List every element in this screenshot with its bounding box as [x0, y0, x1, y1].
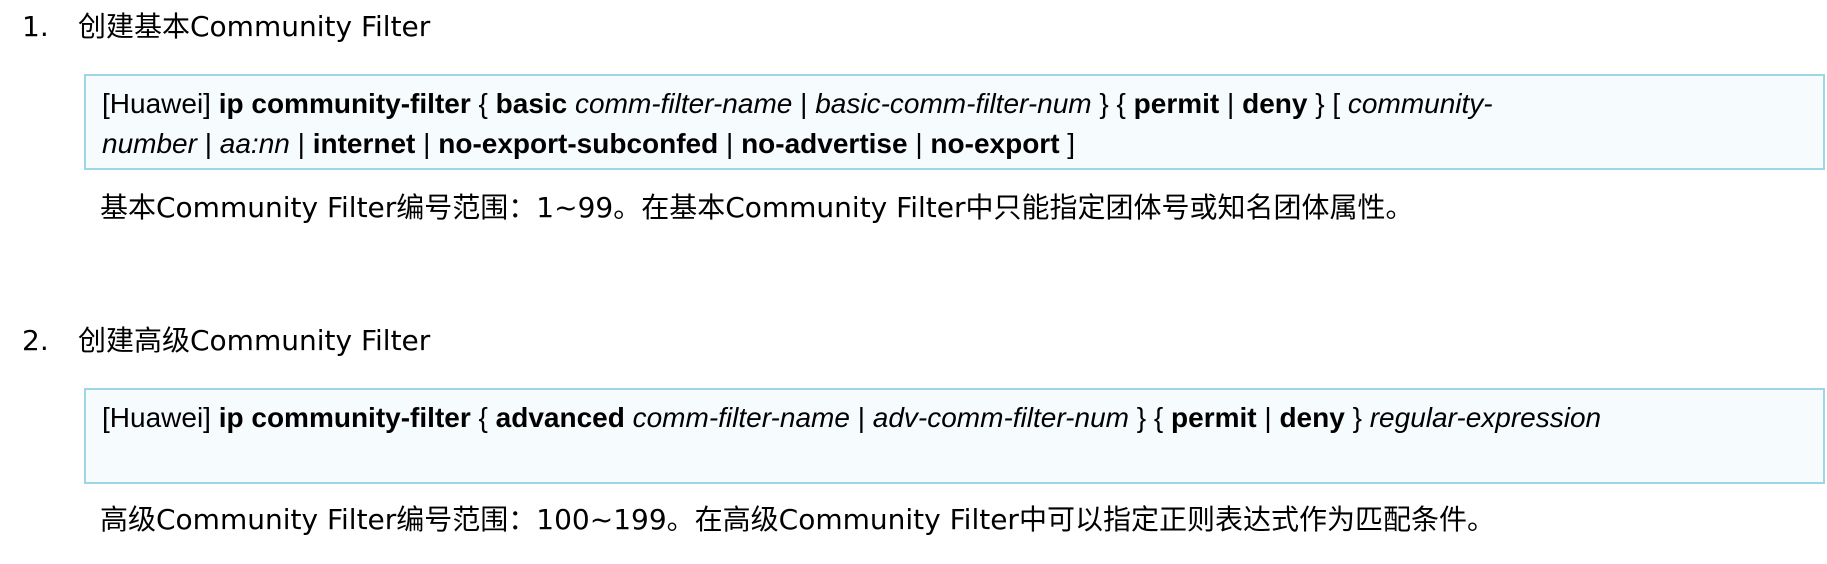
syntax-token-italic: number: [102, 128, 197, 159]
syntax-token-italic: comm-filter-name: [575, 88, 793, 119]
syntax-token-normal: |: [1256, 402, 1280, 433]
syntax-token-normal: |: [415, 128, 439, 159]
syntax-token-bold: deny: [1242, 88, 1308, 119]
syntax-token-normal: |: [718, 128, 742, 159]
syntax-token-normal: |: [792, 88, 816, 119]
syntax-token-bold: permit: [1171, 402, 1257, 433]
syntax-token-normal: |: [907, 128, 931, 159]
command-line: [102, 438, 1809, 478]
syntax-token-normal: |: [1219, 88, 1243, 119]
syntax-token-bold: basic: [495, 88, 568, 119]
syntax-token-normal: [625, 402, 633, 433]
section-heading: 1. 创建基本Community Filter: [22, 10, 430, 44]
syntax-token-bold: no-advertise: [741, 128, 908, 159]
syntax-token-normal: [Huawei]: [102, 402, 219, 433]
section-description: 基本Community Filter编号范围：1~99。在基本Community…: [100, 191, 1414, 224]
syntax-token-normal: [567, 88, 575, 119]
syntax-token-normal: {: [470, 402, 496, 433]
syntax-token-bold: ip community-filter: [218, 88, 471, 119]
syntax-token-normal: {: [470, 88, 496, 119]
syntax-token-normal: } {: [1091, 88, 1134, 119]
section-heading: 2. 创建高级Community Filter: [22, 324, 430, 358]
syntax-token-normal: [Huawei]: [102, 88, 219, 119]
command-line: [Huawei] ip community-filter { basic com…: [102, 84, 1809, 124]
syntax-token-normal: } {: [1128, 402, 1172, 433]
syntax-token-italic: regular-expression: [1369, 402, 1602, 433]
section-title: 创建高级Community Filter: [78, 324, 431, 357]
syntax-token-normal: } [: [1307, 88, 1348, 119]
syntax-token-italic: comm-filter-name: [632, 402, 850, 433]
syntax-token-normal: }: [1344, 402, 1370, 433]
syntax-token-normal: |: [289, 128, 313, 159]
syntax-token-bold: internet: [312, 128, 416, 159]
command-line: number | aa:nn | internet | no-export-su…: [102, 124, 1809, 164]
syntax-token-bold: ip community-filter: [218, 402, 471, 433]
command-syntax-box: [Huawei] ip community-filter { advanced …: [84, 388, 1825, 484]
syntax-token-italic: basic-comm-filter-num: [815, 88, 1092, 119]
syntax-token-normal: |: [196, 128, 220, 159]
section-number: 1.: [22, 10, 49, 43]
section-description: 高级Community Filter编号范围：100~199。在高级Commun…: [100, 503, 1495, 536]
syntax-token-normal: |: [849, 402, 873, 433]
command-syntax-box: [Huawei] ip community-filter { basic com…: [84, 74, 1825, 170]
syntax-token-italic: adv-comm-filter-num: [872, 402, 1129, 433]
syntax-token-bold: no-export-subconfed: [438, 128, 719, 159]
section-number: 2.: [22, 324, 49, 357]
syntax-token-bold: advanced: [495, 402, 625, 433]
syntax-token-italic: aa:nn: [219, 128, 290, 159]
syntax-token-bold: deny: [1279, 402, 1345, 433]
syntax-token-bold: no-export: [930, 128, 1060, 159]
section-title: 创建基本Community Filter: [78, 10, 431, 43]
syntax-token-bold: permit: [1133, 88, 1220, 119]
syntax-token-italic: community-: [1347, 88, 1493, 119]
syntax-token-normal: ]: [1059, 128, 1076, 159]
command-line: [Huawei] ip community-filter { advanced …: [102, 398, 1809, 438]
